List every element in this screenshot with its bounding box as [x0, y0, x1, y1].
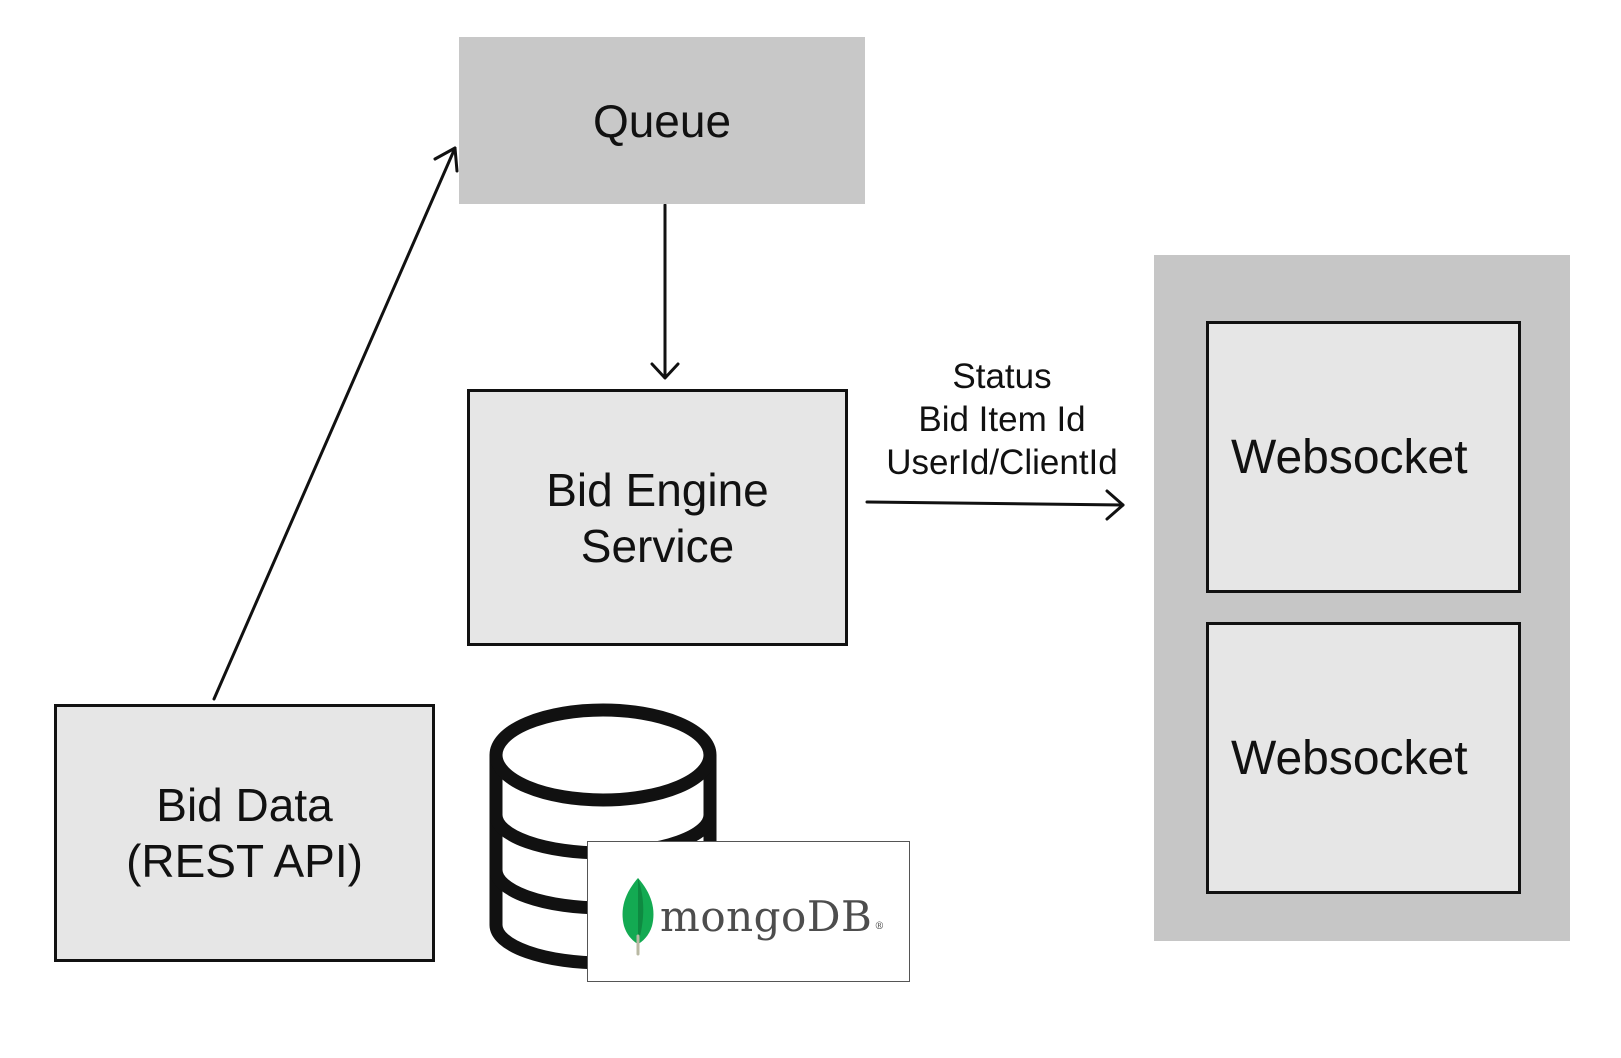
bid-engine-service-node: Bid Engine Service: [467, 389, 848, 646]
edge-label-line: Status: [952, 357, 1052, 396]
bid-engine-label-line2: Service: [580, 519, 735, 572]
bid-data-label-line1: Bid Data: [156, 779, 333, 831]
edge-label-bid-engine-to-websockets: Status Bid Item Id UserId/ClientId: [860, 355, 1144, 484]
edge-label-line: Bid Item Id: [918, 400, 1086, 439]
bid-data-label-line2: (REST API): [126, 835, 363, 887]
mongodb-leaf-icon: [622, 878, 654, 956]
websocket-node: Websocket: [1206, 622, 1521, 894]
mongodb-logo-text: mongoDB: [660, 892, 873, 941]
edge-label-line: UserId/ClientId: [886, 443, 1118, 482]
mongodb-registered-mark: ®: [874, 921, 885, 932]
edge-bid-data-to-queue: [212, 146, 459, 701]
edge-queue-to-bid-engine: [650, 203, 680, 380]
bid-engine-label-line1: Bid Engine: [546, 463, 769, 516]
queue-label: Queue: [592, 94, 732, 147]
websocket-label: Websocket: [1231, 430, 1468, 484]
mongodb-logo: mongoDB®: [587, 841, 910, 982]
websocket-node: Websocket: [1206, 321, 1521, 593]
mongodb-wordmark: mongoDB®: [660, 892, 885, 941]
bid-data-node: Bid Data (REST API): [54, 704, 435, 962]
edge-bid-engine-to-websockets: [865, 489, 1125, 521]
websocket-label: Websocket: [1231, 731, 1468, 785]
queue-node: Queue: [459, 37, 865, 204]
